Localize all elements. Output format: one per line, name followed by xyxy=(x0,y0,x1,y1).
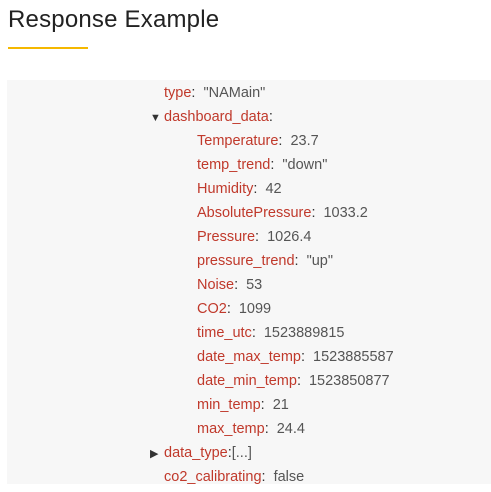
json-row-min-temp: min_temp:21 xyxy=(197,397,289,413)
json-row-date-max-temp: date_max_temp:1523885587 xyxy=(197,349,394,365)
json-key: type xyxy=(164,85,192,101)
json-key: CO2 xyxy=(197,301,227,317)
json-key: Temperature xyxy=(197,133,279,149)
json-key: min_temp xyxy=(197,397,261,413)
section-heading: Response Example xyxy=(8,6,220,33)
json-row-co2: CO2:1099 xyxy=(197,301,272,317)
json-row-temp-trend: temp_trend:"down" xyxy=(197,157,328,173)
json-key: data_type xyxy=(164,445,228,461)
json-row-absolute-pressure: AbsolutePressure:1033.2 xyxy=(197,205,368,221)
json-value: 1523885587 xyxy=(313,349,394,365)
json-row-time-utc: time_utc:1523889815 xyxy=(197,325,345,341)
json-key: Noise xyxy=(197,277,235,293)
json-row-pressure-trend: pressure_trend:"up" xyxy=(197,253,333,269)
json-key: dashboard_data xyxy=(164,109,269,125)
json-value: "up" xyxy=(306,253,333,269)
json-collapsed-value[interactable]: [...] xyxy=(231,445,252,461)
json-key: temp_trend xyxy=(197,157,271,173)
json-row-date-min-temp: date_min_temp:1523850877 xyxy=(197,373,390,389)
json-value: "NAMain" xyxy=(203,85,266,101)
json-value: 23.7 xyxy=(290,133,319,149)
json-row-humidity: Humidity:42 xyxy=(197,181,282,197)
collapse-arrow-icon[interactable]: ▼ xyxy=(150,112,161,124)
json-row-temperature: Temperature:23.7 xyxy=(197,133,319,149)
json-row-noise: Noise:53 xyxy=(197,277,263,293)
json-value: false xyxy=(273,469,305,484)
json-row-co2-calibrating: co2_calibrating:false xyxy=(164,469,305,484)
json-key: time_utc xyxy=(197,325,252,341)
json-key: Humidity xyxy=(197,181,254,197)
json-value: 21 xyxy=(272,397,289,413)
json-key: AbsolutePressure xyxy=(197,205,312,221)
json-row-pressure: Pressure:1026.4 xyxy=(197,229,312,245)
json-row-type: type:"NAMain" xyxy=(164,85,266,101)
json-value: 1523850877 xyxy=(308,373,390,389)
json-value: 1099 xyxy=(238,301,272,317)
json-key: date_max_temp xyxy=(197,349,301,365)
json-key: Pressure xyxy=(197,229,256,245)
json-value: 1033.2 xyxy=(323,205,368,221)
json-value: 24.4 xyxy=(276,421,305,437)
json-value: "down" xyxy=(282,157,328,173)
json-row-dashboard-data[interactable]: ▼dashboard_data: xyxy=(150,105,273,129)
json-key: max_temp xyxy=(197,421,265,437)
json-key: co2_calibrating xyxy=(164,469,262,484)
json-value: 53 xyxy=(246,277,263,293)
json-value: 1026.4 xyxy=(267,229,312,245)
json-response-panel: type:"NAMain" ▼dashboard_data: Temperatu… xyxy=(7,80,491,484)
json-row-data-type[interactable]: ▶data_type:[...] xyxy=(150,441,252,465)
json-key: date_min_temp xyxy=(197,373,297,389)
json-key: pressure_trend xyxy=(197,253,295,269)
expand-arrow-icon[interactable]: ▶ xyxy=(150,448,159,460)
json-value: 1523889815 xyxy=(263,325,345,341)
json-row-max-temp: max_temp:24.4 xyxy=(197,421,305,437)
heading-underline xyxy=(8,47,88,49)
json-value: 42 xyxy=(265,181,282,197)
